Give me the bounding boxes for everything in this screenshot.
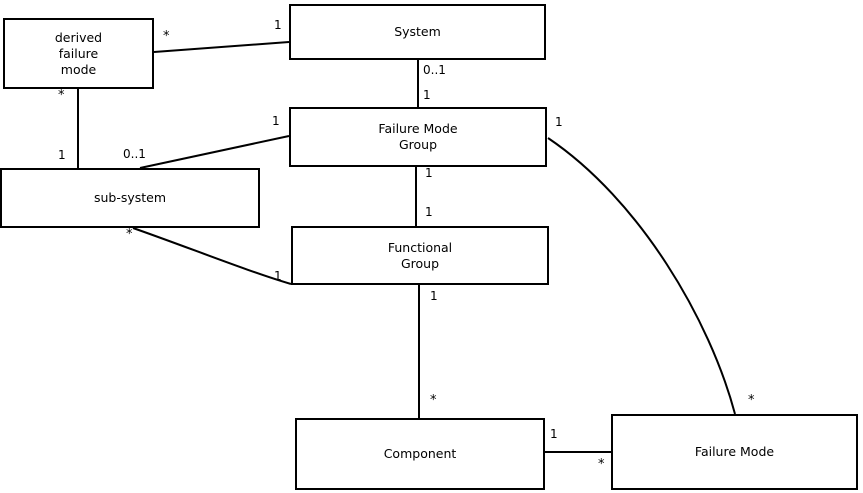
- multiplicity-label-mult-fmg-sub-one: 1: [272, 114, 280, 128]
- association-sub-system-to-functional-group: [132, 227, 292, 285]
- multiplicity-label-mult-sub-fmg-zero-one: 0..1: [123, 147, 146, 161]
- multiplicity-label-mult-fmg-fm-one: 1: [555, 115, 563, 129]
- multiplicity-label-mult-system-fmg-zero-one: 0..1: [423, 63, 446, 77]
- class-box-failure-mode-group[interactable]: Failure Mode Group: [289, 107, 547, 167]
- class-box-system[interactable]: System: [289, 4, 546, 60]
- class-box-label-component: Component: [383, 446, 457, 461]
- class-box-label-functional-group: Functional Group: [387, 239, 453, 271]
- multiplicity-label-mult-system-dfm-one: 1: [274, 18, 282, 32]
- class-box-component[interactable]: Component: [295, 418, 545, 490]
- association-sub-system-to-failure-mode-group: [139, 135, 290, 169]
- multiplicity-label-mult-comp-fm-one: 1: [550, 427, 558, 441]
- class-box-label-system: System: [394, 24, 441, 39]
- class-box-label-sub-system: sub-system: [93, 190, 167, 205]
- association-failure-mode-group-to-failure-mode: [547, 137, 736, 415]
- multiplicity-label-mult-sub-dfm-one: 1: [58, 148, 66, 162]
- multiplicity-label-mult-comp-fg-star: *: [430, 393, 437, 408]
- multiplicity-label-mult-fm-fmg-star: *: [748, 393, 755, 408]
- class-box-failure-mode[interactable]: Failure Mode: [611, 414, 858, 490]
- multiplicity-label-mult-fmg-fg-one: 1: [425, 166, 433, 180]
- multiplicity-label-mult-fg-comp-one: 1: [430, 289, 438, 303]
- multiplicity-label-mult-sub-fg-star: *: [126, 227, 133, 242]
- multiplicity-label-mult-fm-comp-star: *: [598, 457, 605, 472]
- class-box-derived-failure-mode[interactable]: derived failure mode: [3, 18, 154, 89]
- multiplicity-label-mult-dfm-system-star: *: [163, 29, 170, 44]
- association-derived-failure-mode-to-system: [153, 41, 290, 53]
- multiplicity-label-mult-fmg-system-one: 1: [423, 88, 431, 102]
- class-box-sub-system[interactable]: sub-system: [0, 168, 260, 228]
- class-box-label-failure-mode-group: Failure Mode Group: [378, 121, 458, 152]
- class-box-label-derived-failure-mode: derived failure mode: [54, 29, 103, 77]
- class-box-functional-group[interactable]: Functional Group: [291, 226, 549, 285]
- class-box-label-failure-mode: Failure Mode: [694, 444, 775, 459]
- multiplicity-label-mult-dfm-sub-star: *: [58, 88, 65, 103]
- multiplicity-label-mult-fg-sub-one: 1: [274, 269, 282, 283]
- multiplicity-label-mult-fg-fmg-one: 1: [425, 205, 433, 219]
